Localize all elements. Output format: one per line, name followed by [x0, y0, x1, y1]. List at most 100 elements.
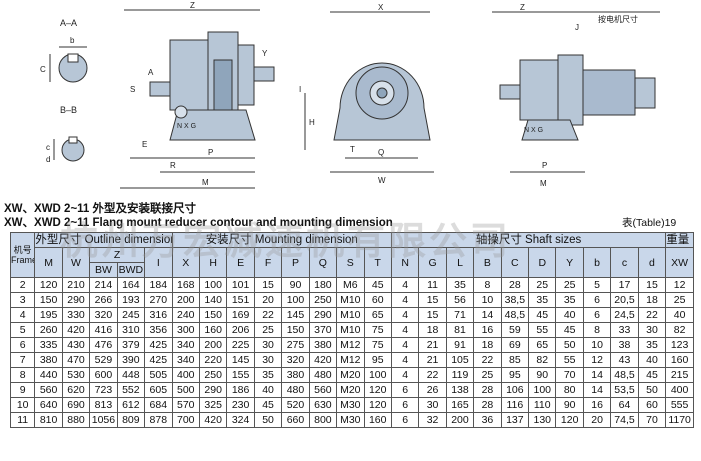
table-cell: 11 — [9, 412, 36, 428]
table-cell: 15 — [253, 277, 283, 293]
table-cell: 335 — [34, 337, 63, 353]
table-cell: 195 — [34, 307, 63, 323]
col-c: C — [500, 247, 530, 278]
table-cell: 120 — [363, 382, 392, 398]
col-n: N — [390, 247, 420, 278]
side-view-drawing: Z Y A S N X G E P R M — [120, 1, 275, 189]
col-h: H — [198, 247, 228, 278]
table-cell: 48,5 — [610, 367, 639, 383]
table-cell: 380 — [281, 367, 310, 383]
table-cell: 50 — [253, 412, 283, 428]
table-cell: 155 — [226, 367, 255, 383]
table-cell: 570 — [171, 397, 200, 413]
table-cell: 50 — [555, 337, 584, 353]
table-cell: 560 — [308, 382, 338, 398]
col-g: G — [418, 247, 447, 278]
table-cell: 4 — [390, 277, 420, 293]
table-cell: 356 — [144, 322, 173, 338]
table-cell: 90 — [281, 277, 310, 293]
table-cell: 16 — [473, 322, 502, 338]
table-cell: 630 — [308, 397, 338, 413]
table-cell: 30 — [637, 322, 667, 338]
table-cell: 684 — [144, 397, 173, 413]
table-cell: 260 — [34, 322, 63, 338]
table-cell: 150 — [281, 322, 310, 338]
table-cell: 30 — [253, 352, 283, 368]
watermark: 杭州万宏减速机有限公司 — [60, 219, 512, 263]
table-cell: 100 — [363, 367, 392, 383]
table-cell: 266 — [89, 292, 118, 308]
table-cell: 116 — [500, 397, 530, 413]
table-cell: 120 — [34, 277, 63, 293]
table-cell: M12 — [336, 352, 365, 368]
table-cell: 214 — [89, 277, 118, 293]
table-cell: 1056 — [89, 412, 118, 428]
table-cell: 476 — [89, 337, 118, 353]
table-number: 表(Table)19 — [622, 217, 677, 229]
svg-text:N X G: N X G — [177, 123, 196, 130]
table-cell: 28 — [473, 397, 502, 413]
table-cell: 340 — [171, 337, 200, 353]
table-cell: 90 — [528, 367, 557, 383]
table-cell: 38 — [610, 337, 639, 353]
table-cell: 240 — [171, 307, 200, 323]
table-cell: 43 — [610, 352, 639, 368]
table-cell: 10 — [582, 337, 612, 353]
table-cell: 605 — [144, 382, 173, 398]
table-cell: 165 — [445, 397, 475, 413]
table-cell: 36 — [473, 412, 502, 428]
table-cell: 150 — [198, 307, 228, 323]
svg-text:S: S — [130, 85, 135, 94]
d-label: d — [46, 155, 50, 164]
table-cell: 7 — [9, 352, 36, 368]
table-cell: 59 — [500, 322, 530, 338]
table-cell: 40 — [555, 307, 584, 323]
table-cell: 100 — [198, 277, 228, 293]
table-cell: 4 — [9, 307, 36, 323]
table-cell: 480 — [281, 382, 310, 398]
table-cell: 530 — [61, 367, 91, 383]
table-cell: 91 — [445, 337, 475, 353]
table-cell: 529 — [89, 352, 118, 368]
weight-header: 重量（kg） — [665, 232, 694, 248]
table-cell: 45 — [637, 367, 667, 383]
table-cell: 55 — [555, 352, 584, 368]
svg-text:T: T — [350, 145, 355, 154]
table-cell: 145 — [281, 307, 310, 323]
col-s: S — [336, 247, 365, 278]
table-cell: 320 — [89, 307, 118, 323]
table-cell: 75 — [363, 322, 392, 338]
table-cell: 60 — [363, 292, 392, 308]
col-i: I — [144, 247, 173, 278]
table-cell: 110 — [528, 397, 557, 413]
table-cell: 690 — [61, 397, 91, 413]
table-cell: 33 — [610, 322, 639, 338]
table-cell: M10 — [336, 322, 365, 338]
table-cell: 45 — [555, 322, 584, 338]
table-cell: 425 — [144, 337, 173, 353]
table-cell: 140 — [198, 292, 228, 308]
svg-text:W: W — [378, 176, 386, 185]
col-xw: XW — [665, 247, 694, 278]
table-cell: 85 — [500, 352, 530, 368]
table-cell: 169 — [226, 307, 255, 323]
motor-note: 按电机尺寸 — [598, 14, 638, 24]
table-cell: 620 — [61, 382, 91, 398]
table-cell: M12 — [336, 337, 365, 353]
table-cell: 4 — [390, 367, 420, 383]
table-cell: 100 — [528, 382, 557, 398]
table-cell: 22 — [253, 307, 283, 323]
table-cell: 82 — [528, 352, 557, 368]
table-cell: 180 — [308, 277, 338, 293]
table-cell: 6 — [390, 412, 420, 428]
table-cell: 130 — [528, 412, 557, 428]
table-cell: 25 — [253, 322, 283, 338]
svg-text:Z: Z — [190, 1, 195, 10]
table-cell: 18 — [637, 292, 667, 308]
table-cell: 416 — [89, 322, 118, 338]
col-t: T — [363, 247, 392, 278]
table-cell: 74,5 — [610, 412, 639, 428]
